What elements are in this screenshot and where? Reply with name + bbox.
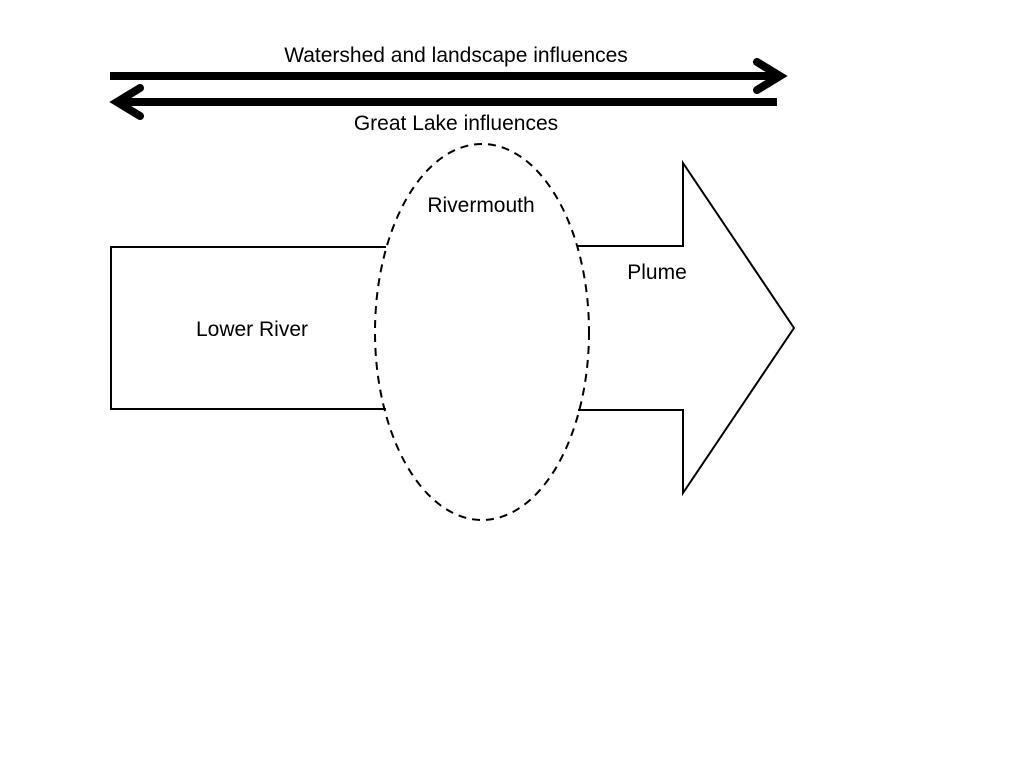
rivermouth-zone [374, 143, 590, 521]
lower-river-label: Lower River [196, 318, 308, 341]
plume-label: Plume [627, 261, 687, 284]
great-lake-influence-label: Great Lake influences [354, 112, 558, 135]
watershed-influence-arrow [110, 58, 788, 94]
great-lake-arrow-head [109, 84, 144, 120]
great-lake-influence-arrow [109, 84, 777, 120]
plume-arrow-shape [578, 159, 796, 497]
watershed-influence-label: Watershed and landscape influences [284, 44, 628, 67]
watershed-arrow-head [753, 58, 788, 94]
rivermouth-label: Rivermouth [427, 194, 534, 217]
lower-river-shape [110, 246, 386, 410]
